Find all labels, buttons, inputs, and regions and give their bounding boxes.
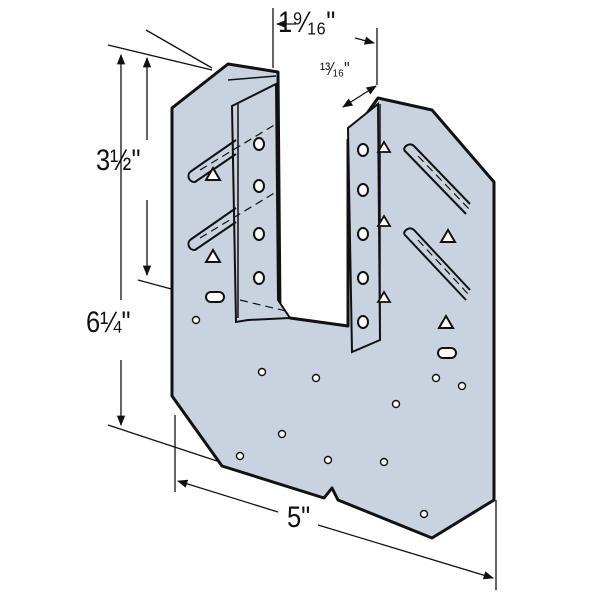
slotted-arms	[187, 139, 471, 301]
flange-nail-guides	[376, 140, 392, 303]
notch-depth-dimension: 3½"	[96, 144, 141, 177]
top-gap-dimension: 1⁹⁄₁₆"	[278, 6, 336, 39]
left-flange	[230, 82, 292, 324]
overall-height-dimension: 6¼"	[86, 306, 131, 339]
dimension-lines	[107, 8, 497, 590]
overall-width-dimension: 5"	[287, 501, 311, 534]
flange-holes	[253, 137, 369, 329]
round-holes	[191, 315, 467, 519]
flange-width-dimension: ¹³⁄₁₆"	[320, 59, 350, 79]
oval-slots	[205, 291, 457, 359]
triangle-markers	[204, 166, 457, 329]
